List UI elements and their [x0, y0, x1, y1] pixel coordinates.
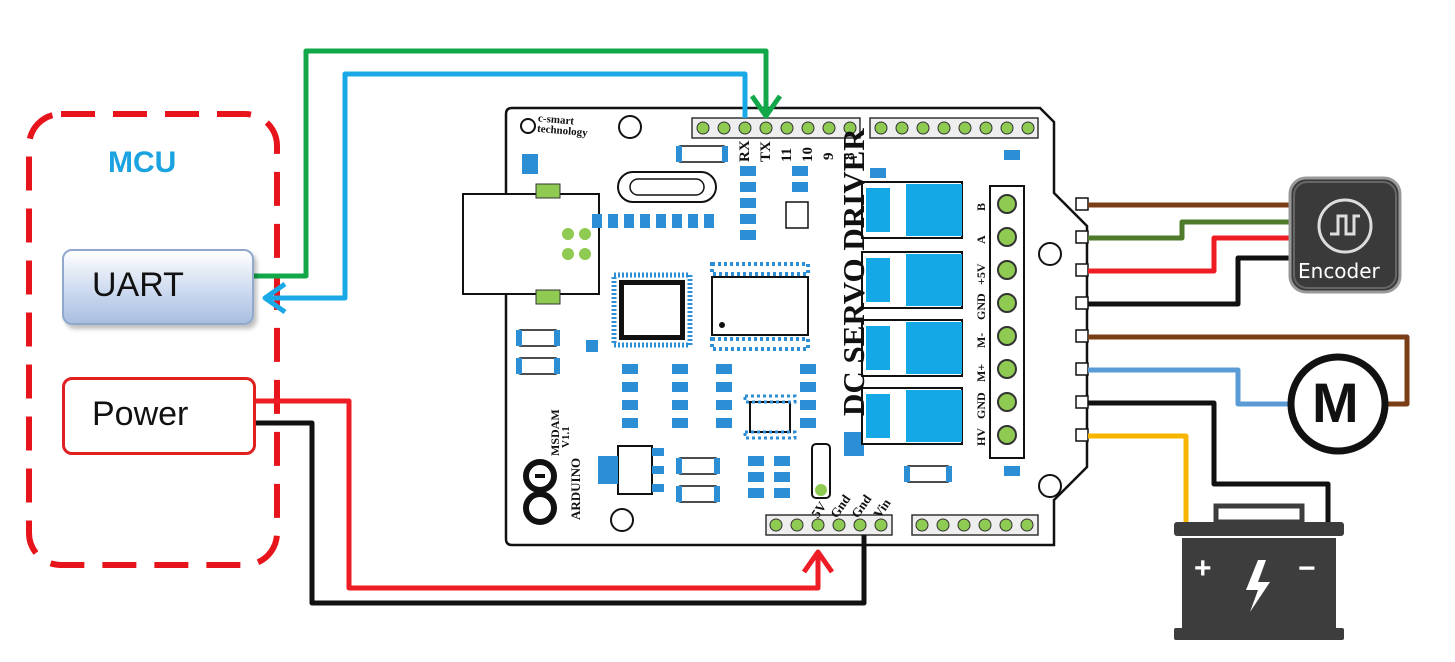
terminal-label-a: A	[974, 235, 988, 244]
voltage-regulator	[598, 445, 664, 495]
battery-device	[1174, 503, 1344, 640]
wire-black-gnd	[252, 420, 867, 606]
uart-box	[62, 249, 254, 325]
terminal-label-gnd1: GND	[974, 293, 988, 320]
battery-wires	[1088, 400, 1331, 526]
arduino-logo	[523, 459, 557, 525]
terminal-label-5v: +5V	[974, 263, 988, 285]
power-box	[62, 377, 256, 455]
mcu-title: MCU	[108, 146, 177, 179]
sot-chip	[785, 201, 809, 229]
driver-chip	[710, 262, 810, 351]
top-header	[691, 117, 1039, 139]
mcu-dashed-border	[26, 111, 280, 568]
board-version: V1.1	[560, 426, 572, 448]
usb-connector	[462, 183, 600, 305]
terminal-label-m-plus: M+	[974, 363, 988, 382]
terminal-label-hv: HV	[974, 428, 988, 446]
uart-label: UART	[92, 266, 184, 304]
motor-device	[1287, 353, 1389, 455]
pin-label-10: 10	[800, 147, 816, 162]
arrow-blue-head	[262, 281, 287, 315]
smd-pads	[516, 146, 1020, 502]
arrow-red-head	[801, 549, 835, 574]
terminal-label-gnd2: GND	[974, 392, 988, 419]
terminal-label-b: B	[974, 202, 988, 211]
mount-hole	[1038, 242, 1062, 266]
encoder-wires	[1088, 202, 1300, 307]
mount-hole	[618, 115, 642, 139]
bottom-header	[765, 514, 1039, 536]
pin-label-rx: RX	[737, 140, 753, 162]
power-wires	[252, 398, 867, 606]
mount-hole	[1038, 474, 1062, 498]
pin-label-11: 11	[779, 147, 795, 162]
power-transistors	[861, 181, 963, 445]
power-label: Power	[92, 395, 189, 433]
uart-wires	[252, 48, 769, 301]
wire-red-5v	[252, 398, 821, 591]
encoder-label: Encoder	[1298, 259, 1380, 283]
driver-board	[462, 106, 1089, 547]
wire-blue-rx	[268, 71, 748, 301]
pin-label-tx: TX	[758, 141, 774, 162]
encoder-device	[1288, 176, 1402, 294]
lightning-icon	[1246, 560, 1270, 612]
arduino-label: ARDUINO	[568, 457, 583, 520]
arrow-green-head	[749, 94, 783, 119]
wire-green-tx	[252, 48, 769, 279]
terminal-block	[989, 185, 1089, 459]
jumper	[811, 443, 831, 499]
terminal-label-m-minus: M-	[974, 332, 988, 348]
led-indicator	[522, 154, 538, 174]
brand-logo-icon	[520, 118, 536, 134]
encoder-icon	[1317, 198, 1373, 254]
small-chip	[743, 394, 797, 440]
board-title: DC SERVO DRIVER	[836, 128, 871, 416]
battery-minus: −	[1298, 552, 1316, 585]
battery-plus: +	[1194, 552, 1212, 585]
motor-wires	[1088, 334, 1410, 407]
mount-hole	[610, 508, 634, 532]
mcu-chip	[611, 272, 693, 348]
motor-symbol: M	[1312, 371, 1359, 434]
